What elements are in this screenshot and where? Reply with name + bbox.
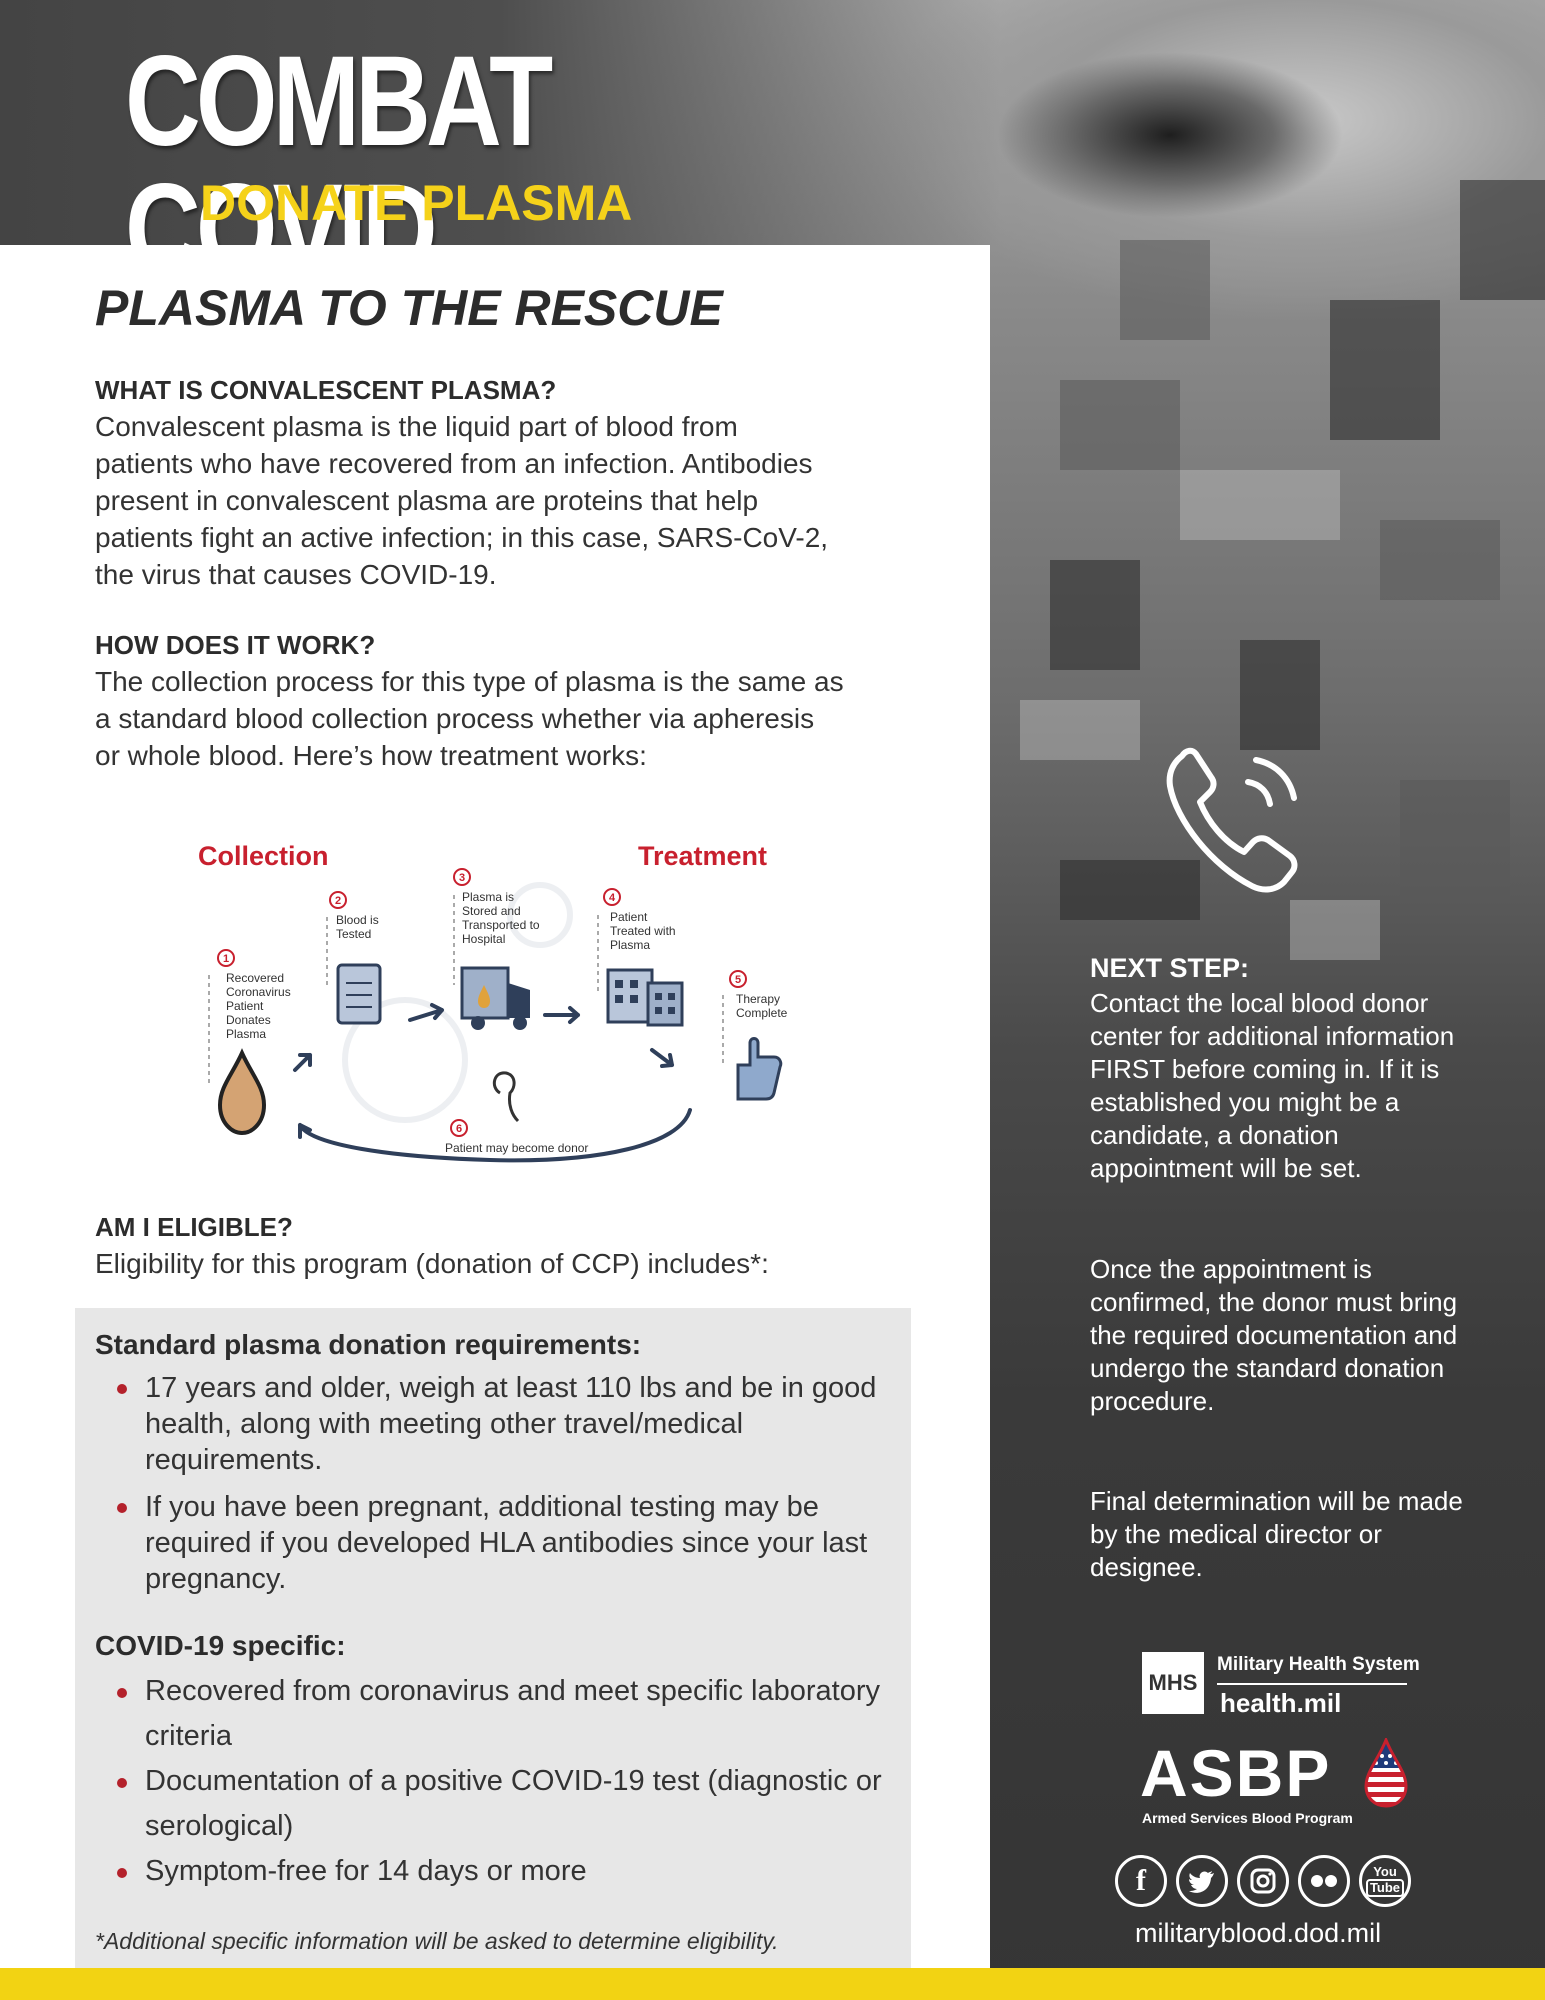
- list-item: If you have been pregnant, additional te…: [95, 1489, 895, 1597]
- truck-icon: [460, 966, 530, 1030]
- section-body-eligible: Eligibility for this program (donation o…: [95, 1248, 769, 1279]
- instagram-icon[interactable]: [1237, 1855, 1289, 1907]
- step-3-label: Plasma is Stored and Transported to Hosp…: [462, 890, 543, 946]
- svg-text:5: 5: [735, 974, 741, 986]
- section-body-what: Convalescent plasma is the liquid part o…: [95, 411, 829, 590]
- plasma-drop-icon: [217, 1048, 267, 1136]
- eligibility-box: Standard plasma donation requirements: 1…: [75, 1308, 911, 1980]
- flag-drop-icon: [1364, 1738, 1408, 1808]
- step-2-badge: [329, 891, 347, 909]
- svg-text:3: 3: [459, 872, 465, 884]
- list-item: 17 years and older, weigh at least 110 l…: [95, 1370, 895, 1478]
- person-icon: [492, 1071, 520, 1123]
- step-6-label: Patient may become donor: [445, 1141, 588, 1155]
- poster-subtitle: DONATE PLASMA: [200, 175, 633, 231]
- covid-specific-heading: COVID-19 specific:: [95, 1630, 346, 1661]
- section-heading-what: WHAT IS CONVALESCENT PLASMA?: [95, 375, 557, 405]
- website-link[interactable]: militaryblood.dod.mil: [1135, 1918, 1382, 1948]
- standard-requirements-list: 17 years and older, weigh at least 110 l…: [95, 1370, 895, 1608]
- youtube-icon[interactable]: You Tube: [1359, 1855, 1411, 1907]
- standard-requirements-heading: Standard plasma donation requirements:: [95, 1329, 642, 1360]
- svg-text:6: 6: [456, 1123, 462, 1135]
- svg-text:4: 4: [609, 892, 616, 904]
- flickr-icon[interactable]: [1298, 1855, 1350, 1907]
- treatment-label: Treatment: [638, 841, 767, 871]
- step-1-badge: [217, 949, 235, 967]
- step-4-badge: [603, 888, 621, 906]
- step-5-badge: [729, 970, 747, 988]
- hospital-icon: [606, 968, 684, 1027]
- list-item: Recovered from coronavirus and meet spec…: [95, 1669, 895, 1759]
- step-4-label: Patient Treated with Plasma: [610, 910, 679, 952]
- flow-arrows: [293, 1003, 692, 1163]
- next-step-heading: NEXT STEP:: [1090, 953, 1250, 983]
- main-panel: PLASMA TO THE RESCUE WHAT IS CONVALESCEN…: [0, 245, 990, 1980]
- panel-title: PLASMA TO THE RESCUE: [95, 280, 723, 336]
- mhs-abbr: MHS: [1142, 1652, 1204, 1714]
- eligibility-footnote: *Additional specific information will be…: [95, 1928, 779, 1954]
- twitter-icon[interactable]: [1176, 1855, 1228, 1907]
- next-step-paragraph: Contact the local blood donor center for…: [1090, 988, 1455, 1183]
- step-6-badge: [450, 1119, 468, 1137]
- asbp-subtitle: Armed Services Blood Program: [1142, 1810, 1353, 1826]
- phone-icon: [1166, 747, 1298, 893]
- mhs-logo[interactable]: MHS Military Health System health.mil: [1142, 1652, 1420, 1718]
- section-heading-how: HOW DOES IT WORK?: [95, 630, 376, 660]
- asbp-logo[interactable]: ASBP Armed Services Blood Program: [1140, 1736, 1410, 1830]
- section-heading-eligible: AM I ELIGIBLE?: [95, 1212, 293, 1242]
- collection-label: Collection: [198, 841, 329, 871]
- appointment-paragraph: Once the appointment is confirmed, the d…: [1090, 1254, 1458, 1416]
- facebook-icon[interactable]: f: [1115, 1855, 1167, 1907]
- bottom-accent-bar: [0, 1968, 1545, 2000]
- asbp-name: ASBP: [1140, 1736, 1332, 1810]
- step-3-badge: [453, 868, 471, 886]
- mhs-site: health.mil: [1220, 1688, 1342, 1718]
- list-item: Documentation of a positive COVID-19 tes…: [95, 1759, 895, 1849]
- determination-paragraph: Final determination will be made by the …: [1090, 1486, 1463, 1582]
- header-banner: COMBAT COVID DONATE PLASMA: [0, 0, 1000, 294]
- section-body-how: The collection process for this type of …: [95, 666, 844, 771]
- step-2-label: Blood is Tested: [336, 913, 382, 941]
- social-links: f You Tube: [1115, 1855, 1411, 1907]
- thumbs-up-icon: [736, 1037, 783, 1101]
- mhs-name: Military Health System: [1217, 1654, 1420, 1675]
- svg-text:1: 1: [223, 953, 229, 965]
- covid-specific-list: Recovered from coronavirus and meet spec…: [95, 1669, 895, 1894]
- treatment-process-diagram: Collection Treatment 1 Recovered Coronav…: [198, 841, 788, 1163]
- list-item: Symptom-free for 14 days or more: [95, 1849, 895, 1894]
- svg-text:2: 2: [335, 895, 341, 907]
- step-5-label: Therapy Complete: [736, 992, 788, 1020]
- step-1-label: Recovered Coronavirus Patient Donates Pl…: [226, 971, 294, 1041]
- mhs-divider: [1217, 1683, 1407, 1685]
